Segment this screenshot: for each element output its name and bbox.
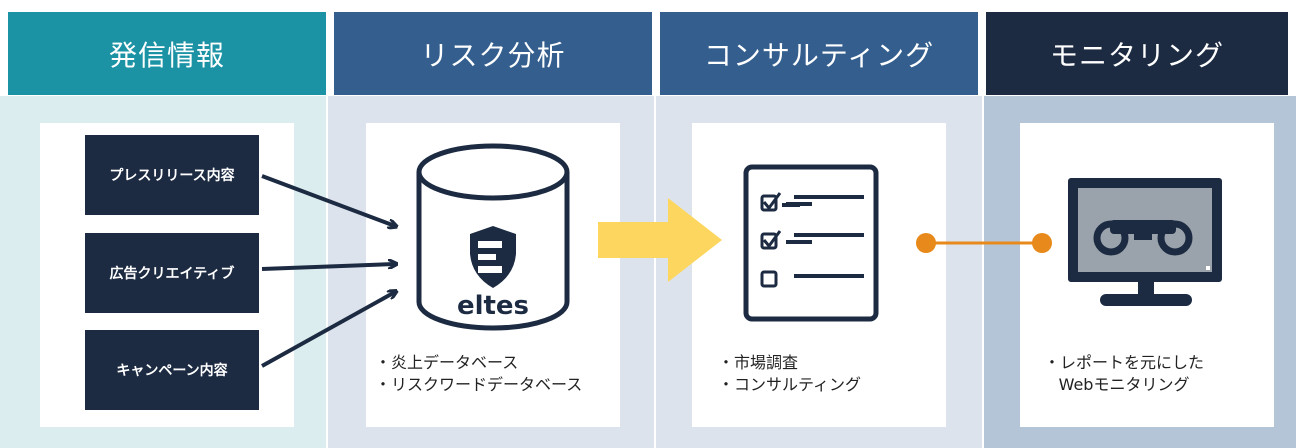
column-title-1: 発信情報 (108, 38, 225, 72)
column-header-1: 発信情報 (8, 12, 326, 95)
input-label-2: 広告クリエイティブ (109, 266, 235, 282)
arrow-ad-to-db (261, 264, 395, 271)
input-label-3: キャンペーン内容 (116, 363, 228, 379)
monitoring-item-2: Webモニタリング (1058, 375, 1190, 394)
arrow-campaign-to-db (261, 292, 395, 368)
connector-dots (916, 233, 1052, 253)
input-box-ad-creative: 広告クリエイティブ (85, 233, 259, 313)
risk-item-list: ・炎上データベース ・リスクワードデータベース (375, 352, 582, 396)
input-label-1: プレスリリース内容 (109, 168, 235, 184)
column-title-3: コンサルティング (703, 38, 935, 72)
database-icon: eltes (416, 143, 570, 331)
monitoring-item-list: ・レポートを元にした Webモニタリング (1044, 352, 1204, 396)
column-header-2: リスク分析 (334, 12, 652, 95)
column-title-4: モニタリング (1049, 38, 1224, 72)
risk-item-1: ・炎上データベース (375, 353, 519, 372)
column-title-2: リスク分析 (420, 38, 566, 72)
arrow-press-to-db (261, 174, 395, 226)
input-box-press-release: プレスリリース内容 (85, 135, 259, 215)
consulting-item-1: ・市場調査 (718, 353, 799, 372)
checklist-icon (743, 164, 879, 322)
big-arrow-icon (598, 198, 722, 282)
column-header-4: モニタリング (986, 12, 1288, 95)
input-box-campaign: キャンペーン内容 (85, 330, 259, 410)
consulting-item-list: ・市場調査 ・コンサルティング (718, 352, 861, 396)
binoculars-monitor-icon (1068, 178, 1222, 306)
monitoring-item-1: ・レポートを元にした (1044, 353, 1205, 372)
eltes-logo-text: eltes (457, 291, 529, 321)
consulting-item-2: ・コンサルティング (718, 375, 862, 394)
column-header-3: コンサルティング (660, 12, 978, 95)
risk-item-2: ・リスクワードデータベース (375, 375, 583, 394)
